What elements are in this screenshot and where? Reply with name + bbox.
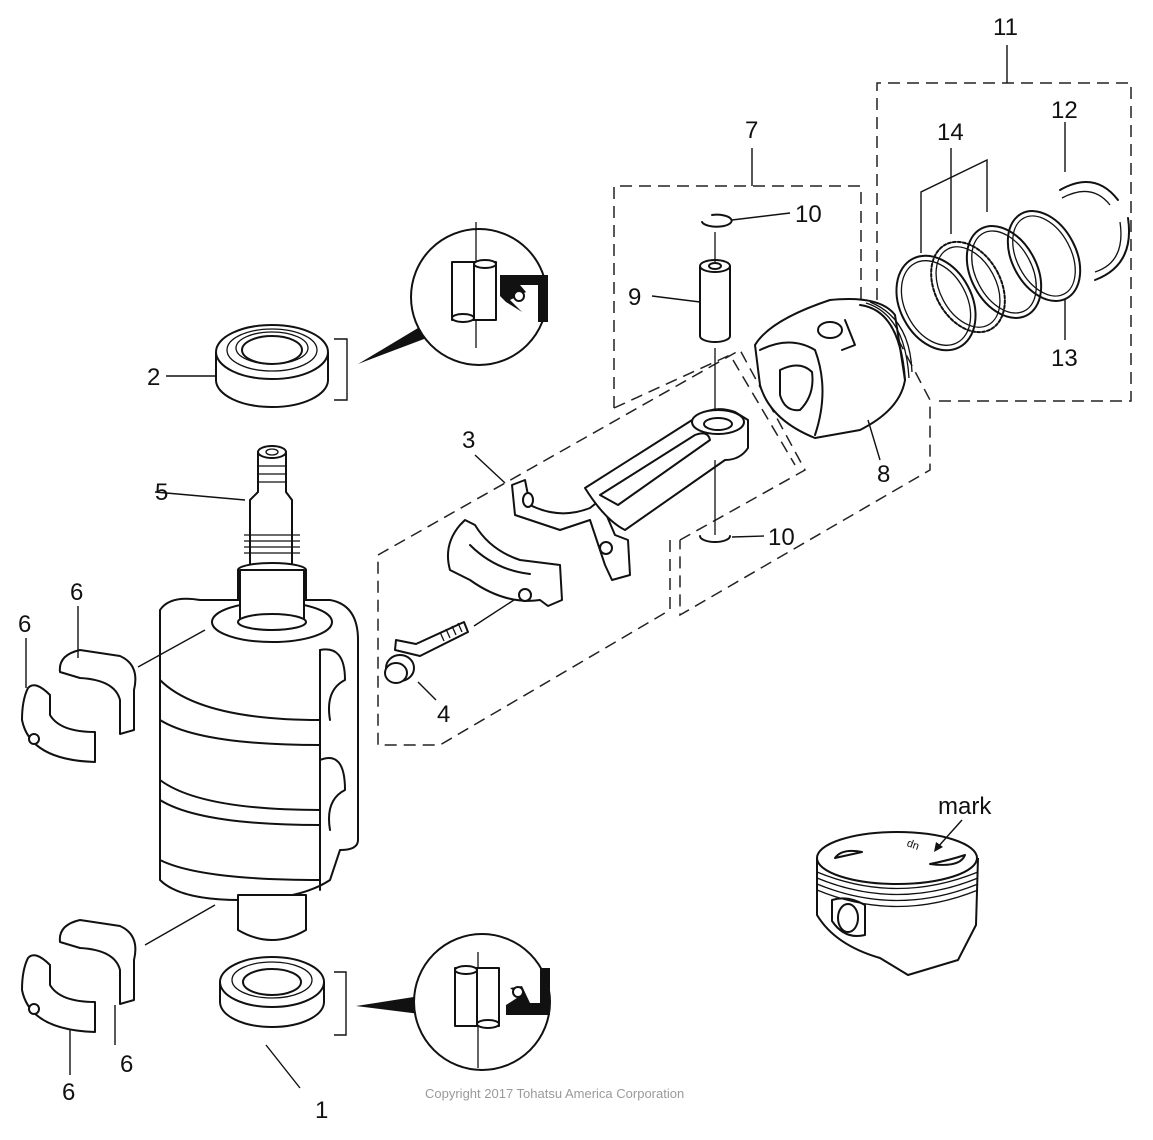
part-2-oil-seal-upper	[166, 322, 432, 408]
callout-11: 11	[993, 14, 1018, 41]
callout-2: 2	[147, 364, 160, 391]
part-9-piston-pin	[651, 232, 731, 535]
callout-1: 1	[315, 1097, 328, 1124]
part-10-circlip-lower	[699, 535, 765, 543]
callout-6b: 6	[18, 611, 31, 638]
callout-9: 9	[628, 284, 641, 311]
part-10-circlip-upper	[701, 212, 791, 228]
callout-8: 8	[877, 461, 890, 488]
callout-6d: 6	[62, 1079, 75, 1106]
inset-piston-up-mark: up	[816, 819, 979, 976]
callout-12: 12	[1051, 97, 1078, 124]
callout-14: 14	[937, 119, 964, 146]
part-13-second-ring	[1006, 210, 1082, 340]
callout-4: 4	[437, 701, 450, 728]
callout-3: 3	[462, 427, 475, 454]
part-5-crankshaft	[154, 445, 359, 941]
part-8-piston	[754, 298, 913, 461]
part-12-top-ring	[1059, 122, 1130, 281]
callout-13: 13	[1051, 345, 1078, 372]
callout-5: 5	[155, 479, 168, 506]
callout-6c: 6	[120, 1051, 133, 1078]
callout-7: 7	[745, 117, 758, 144]
callout-6a: 6	[70, 579, 83, 606]
part-14-oil-ring-set	[895, 148, 1043, 352]
group-box-piston-rings	[876, 45, 1132, 402]
part-4-connecting-rod-bolt	[384, 597, 518, 701]
seal-detail-bubble-lower	[413, 933, 551, 1071]
callout-10-lower: 10	[768, 524, 795, 551]
mark-label: mark	[938, 793, 992, 820]
part-6-bearing-lower-pair	[21, 904, 216, 1075]
seal-detail-bubble-upper	[410, 222, 548, 366]
callout-10-upper: 10	[795, 201, 822, 228]
piston-up-text: up	[905, 838, 921, 853]
part-3-connecting-rod	[447, 408, 749, 607]
part-6-bearing-upper-pair	[21, 606, 206, 763]
copyright-notice: Copyright 2017 Tohatsu America Corporati…	[425, 1086, 684, 1101]
part-1-oil-seal-lower	[219, 956, 420, 1089]
